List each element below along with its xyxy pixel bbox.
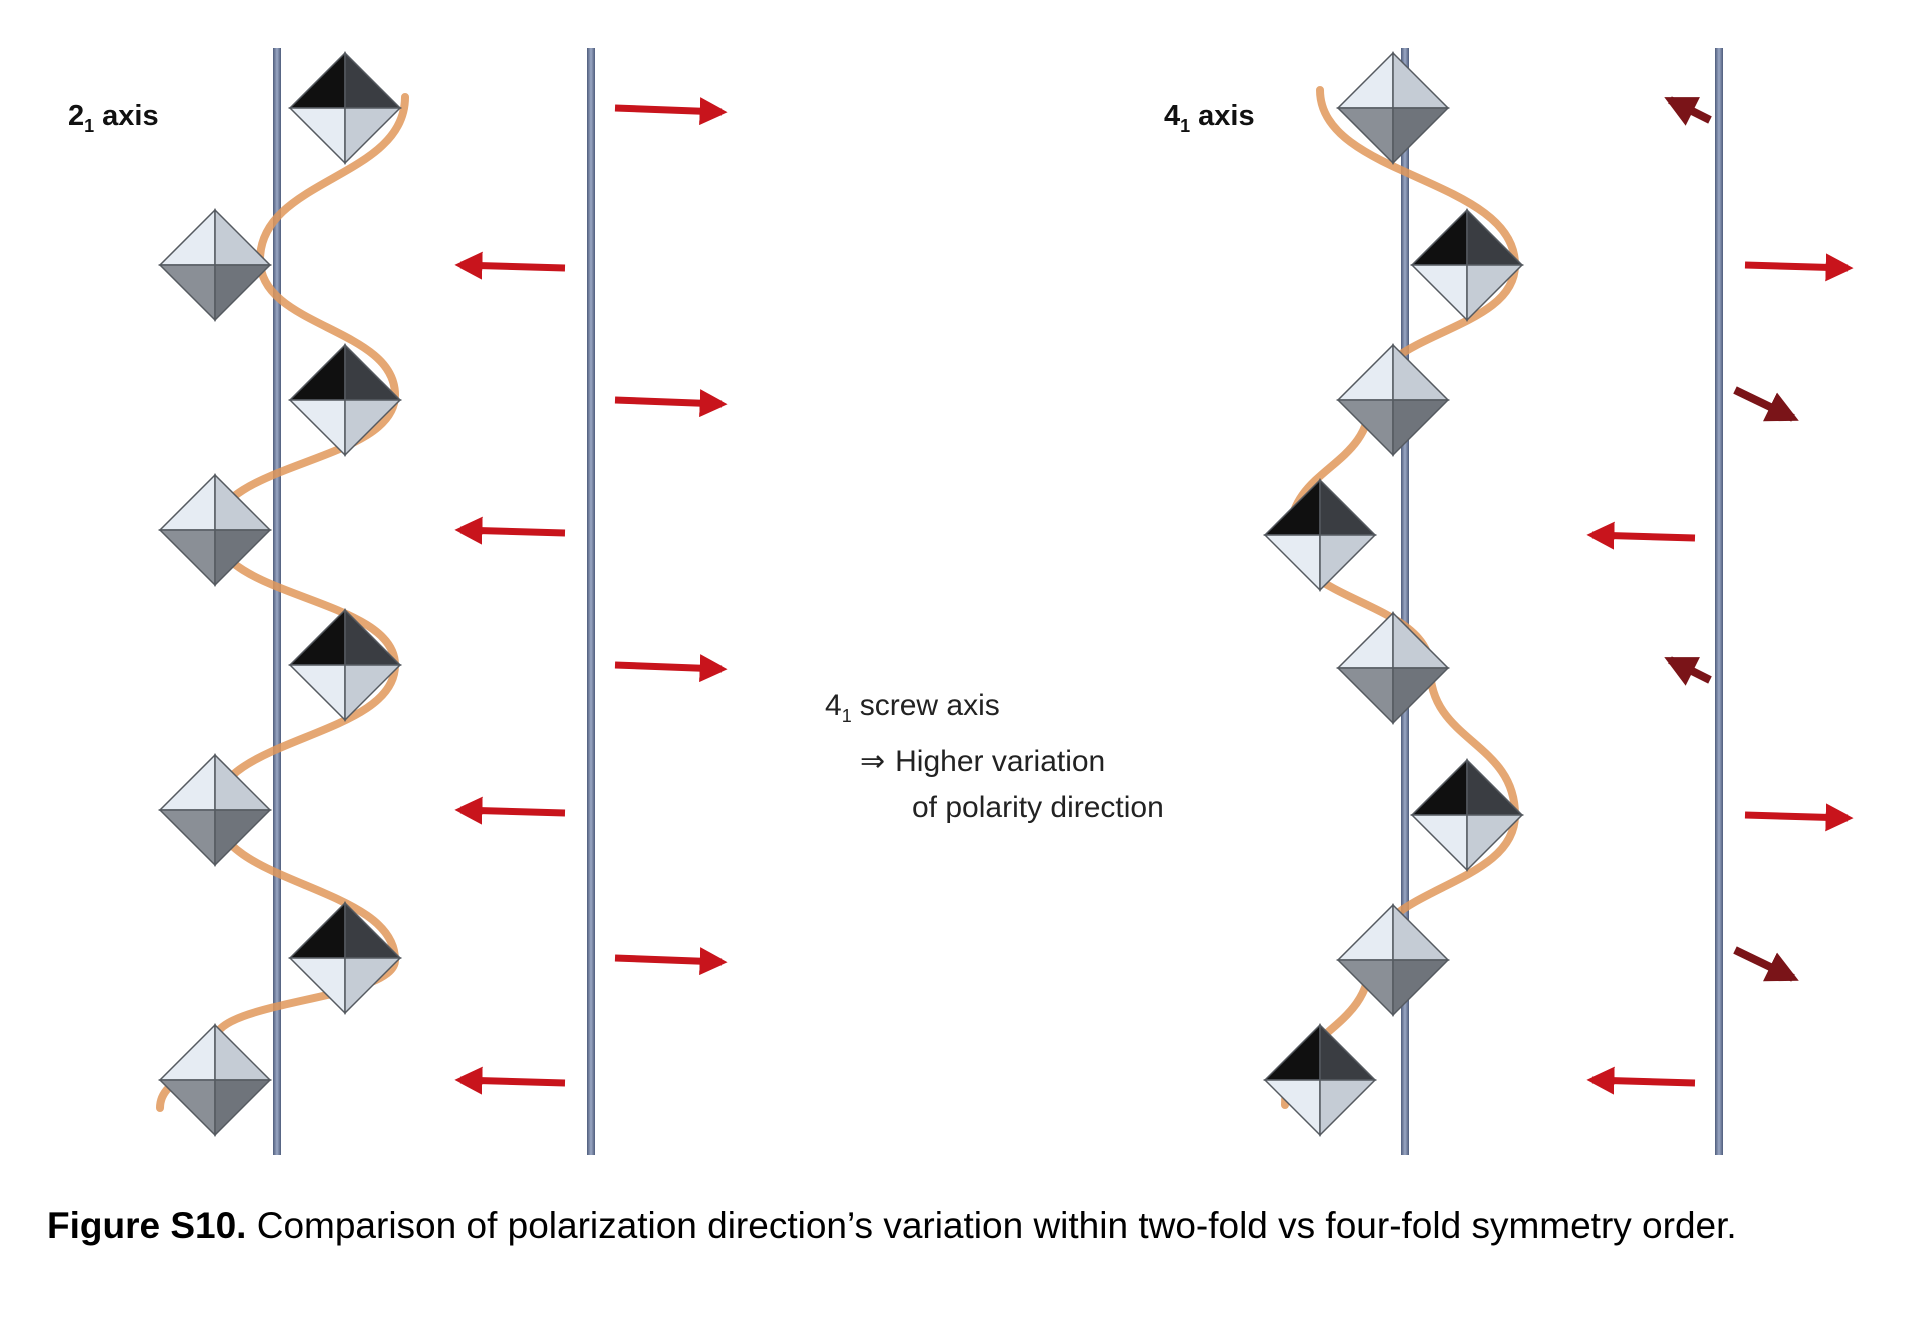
left-octahedron xyxy=(158,473,272,587)
polarization-arrow-right xyxy=(614,947,728,976)
polarization-arrow-back xyxy=(1664,656,1712,686)
polarization-arrow-right xyxy=(614,654,728,683)
right-octahedron xyxy=(1410,208,1524,322)
right-octahedron xyxy=(1336,903,1450,1017)
left-octahedron xyxy=(288,608,402,722)
right-octahedron xyxy=(1336,343,1450,457)
left-octahedron xyxy=(158,753,272,867)
screw-axis-diagram xyxy=(156,48,1854,1155)
polarization-arrow-left xyxy=(1586,521,1696,550)
right-octahedron xyxy=(1263,478,1377,592)
caption-text: Comparison of polarization direction’s v… xyxy=(256,1205,1737,1246)
polarization-arrow-forward xyxy=(1733,386,1799,422)
left-screw-axis-line xyxy=(273,48,281,1155)
polarization-arrow-right xyxy=(614,97,728,126)
polarization-arrow-left xyxy=(454,516,566,545)
right-screw-axis-line xyxy=(1401,48,1409,1155)
left-polarization-axis-line xyxy=(587,48,595,1155)
polarization-arrow-left xyxy=(454,251,566,280)
polarization-arrow-left xyxy=(1586,1066,1696,1095)
right-octahedron xyxy=(1410,758,1524,872)
left-octahedron xyxy=(288,51,402,165)
polarization-arrow-left xyxy=(454,796,566,825)
polarization-arrow-left xyxy=(454,1066,566,1095)
polarization-arrow-right xyxy=(1744,253,1854,282)
right-polarization-axis-line xyxy=(1715,48,1723,1155)
right-octahedron xyxy=(1336,611,1450,725)
left-octahedron xyxy=(288,901,402,1015)
caption-label: Figure S10. xyxy=(47,1205,247,1246)
left-octahedron xyxy=(288,343,402,457)
right-octahedron xyxy=(1263,1023,1377,1137)
figure-caption: Figure S10. Comparison of polarization d… xyxy=(47,1198,1885,1254)
polarization-arrow-back xyxy=(1664,96,1712,126)
polarization-arrows xyxy=(454,96,1854,1095)
right-octahedron xyxy=(1336,51,1450,165)
left-octahedron xyxy=(158,208,272,322)
polarization-arrow-right xyxy=(1744,803,1854,832)
left-octahedron xyxy=(158,1023,272,1137)
polarization-arrow-forward xyxy=(1733,946,1799,982)
octahedra xyxy=(158,51,1524,1137)
implies-icon: ⇒ xyxy=(860,745,886,778)
polarization-arrow-right xyxy=(614,389,728,418)
